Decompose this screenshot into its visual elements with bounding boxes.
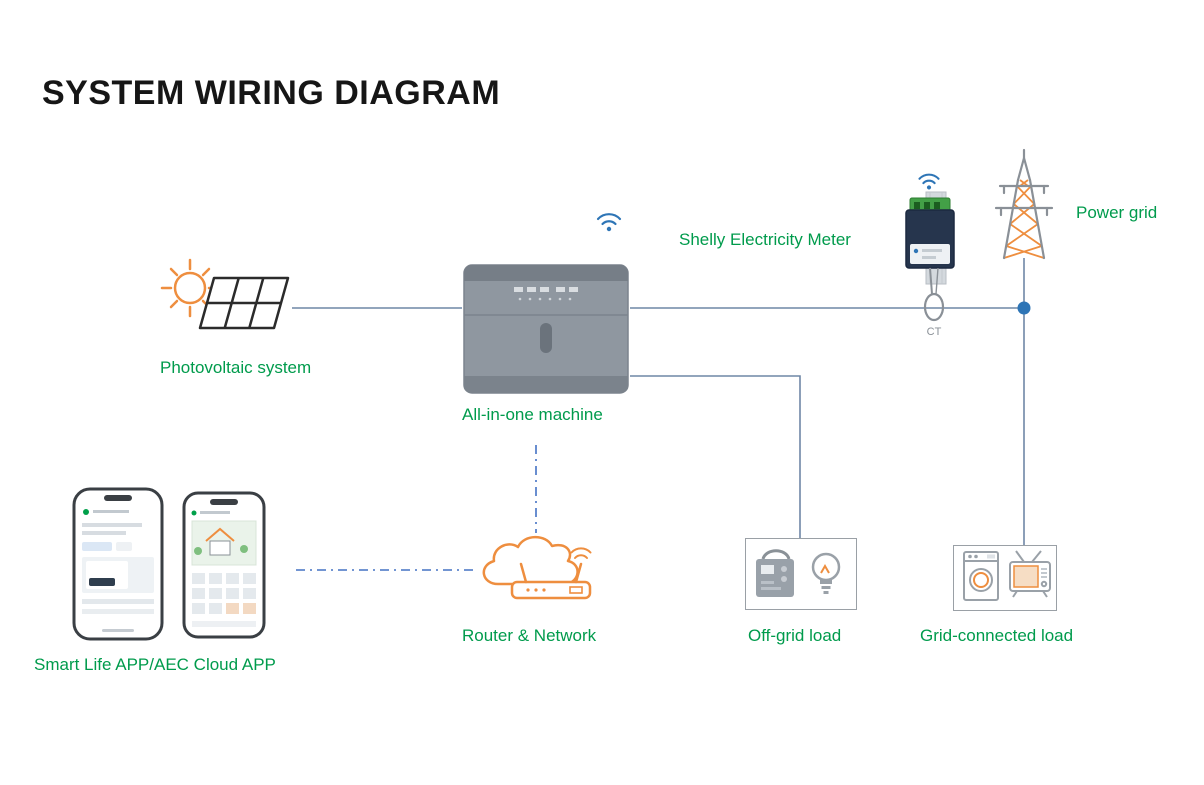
power-station-icon xyxy=(756,549,794,597)
grid-connected-load-label: Grid-connected load xyxy=(920,626,1074,645)
photovoltaic-node xyxy=(150,252,295,347)
all-in-one-machine-node xyxy=(462,263,630,395)
grid-connected-load-node xyxy=(953,545,1057,611)
shelly-meter-label: Shelly Electricity Meter xyxy=(679,230,851,249)
power-grid-node xyxy=(992,146,1056,261)
smartphone-icon xyxy=(182,491,266,639)
apps-label: Smart Life APP/AEC Cloud APP xyxy=(34,655,276,674)
ct-clamp-icon xyxy=(923,267,945,322)
apps-node xyxy=(68,485,273,645)
router-icon xyxy=(510,547,592,600)
off-grid-load-label: Off-grid load xyxy=(748,626,842,645)
electricity-meter-icon xyxy=(905,191,955,322)
smartphone-icon xyxy=(72,487,164,641)
all-in-one-machine-label: All-in-one machine xyxy=(462,405,603,424)
router-label: Router & Network xyxy=(462,626,597,645)
lightbulb-icon xyxy=(811,552,841,594)
inverter-wifi xyxy=(594,209,624,233)
shelly-meter-node xyxy=(900,188,964,328)
power-tower-icon xyxy=(994,148,1054,260)
cloud-icon xyxy=(482,535,579,586)
wifi-icon xyxy=(918,173,940,190)
router-node xyxy=(468,518,618,613)
junction-dot xyxy=(1017,301,1031,315)
solar-panel-icon xyxy=(160,258,290,330)
all-in-one-machine-icon xyxy=(463,264,629,394)
wifi-icon xyxy=(596,213,622,232)
line-inverter-to-offgrid-load xyxy=(630,375,801,538)
ct-label: CT xyxy=(926,326,942,338)
washing-machine-icon xyxy=(963,551,999,601)
off-grid-load-node xyxy=(745,538,857,610)
meter-wifi xyxy=(916,170,942,191)
photovoltaic-label: Photovoltaic system xyxy=(160,358,312,377)
page-title: SYSTEM WIRING DIAGRAM xyxy=(42,74,501,112)
tv-icon xyxy=(1009,550,1051,598)
power-grid-label: Power grid xyxy=(1076,203,1158,222)
